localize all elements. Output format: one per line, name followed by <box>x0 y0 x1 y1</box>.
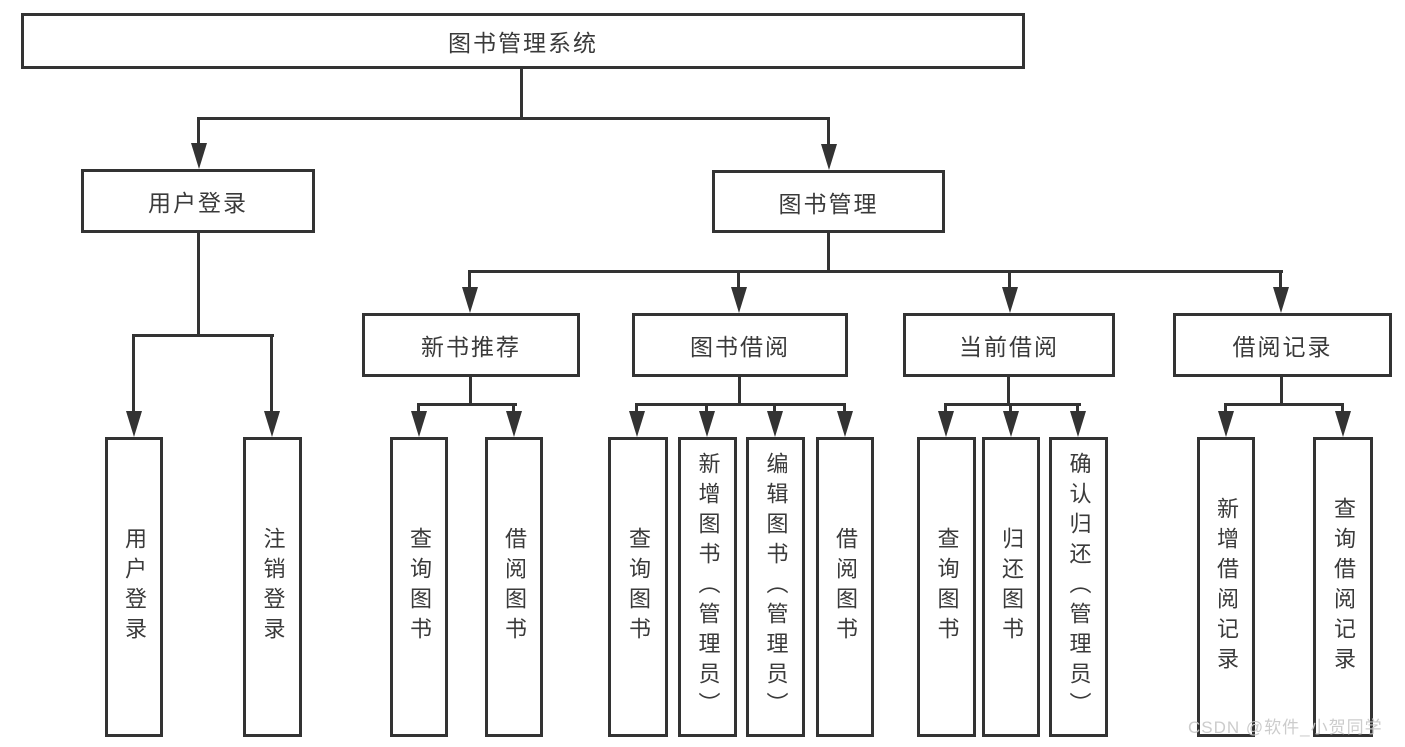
node-book-management-label: 图书管理 <box>778 190 879 217</box>
arrowhead-down-icon <box>629 411 645 437</box>
leaf-user-login-label: 用户登录 <box>122 527 147 647</box>
connector-line <box>773 403 776 415</box>
arrowhead-down-icon <box>1273 287 1289 313</box>
connector-line <box>469 377 472 406</box>
connector-line <box>132 334 135 412</box>
leaf-query-book-current-label: 查询图书 <box>934 527 960 647</box>
node-library-system: 图书管理系统 <box>21 13 1025 69</box>
leaf-user-login: 用户登录 <box>105 437 163 737</box>
connector-line <box>468 270 471 290</box>
connector-line <box>738 377 741 406</box>
node-current-borrowing: 当前借阅 <box>903 313 1115 377</box>
node-borrowing-records-label: 借阅记录 <box>1232 334 1333 360</box>
leaf-borrow-book-recommend: 借阅图书 <box>485 437 543 737</box>
connector-line <box>520 69 523 120</box>
arrowhead-down-icon <box>1002 287 1018 313</box>
leaf-query-book-current: 查询图书 <box>917 437 976 737</box>
leaf-logout-label: 注销登录 <box>260 527 286 647</box>
leaf-query-book-recommend: 查询图书 <box>390 437 448 737</box>
leaf-query-book-borrowing: 查询图书 <box>608 437 668 737</box>
connector-line <box>1076 403 1079 415</box>
leaf-query-book-borrowing-label: 查询图书 <box>626 527 651 647</box>
connector-line <box>1341 403 1344 415</box>
connector-line <box>827 233 830 273</box>
connector-line <box>197 233 200 337</box>
arrowhead-down-icon <box>699 411 715 437</box>
connector-line <box>270 334 273 412</box>
leaf-borrow-book-recommend-label: 借阅图书 <box>502 527 527 647</box>
leaf-add-borrow-record: 新增借阅记录 <box>1197 437 1255 737</box>
connector-line <box>1008 270 1011 290</box>
leaf-return-book: 归还图书 <box>982 437 1040 737</box>
connector-line <box>705 403 708 415</box>
arrowhead-down-icon <box>1003 411 1019 437</box>
arrowhead-down-icon <box>126 411 142 437</box>
arrowhead-down-icon <box>837 411 853 437</box>
arrowhead-down-icon <box>191 143 207 169</box>
connector-line <box>1009 403 1012 415</box>
connector-line <box>512 403 515 415</box>
node-user-login: 用户登录 <box>81 169 315 233</box>
connector-line <box>635 403 846 406</box>
arrowhead-down-icon <box>821 144 837 170</box>
leaf-query-book-recommend-label: 查询图书 <box>407 527 432 647</box>
node-book-management: 图书管理 <box>712 170 945 233</box>
arrowhead-down-icon <box>1335 411 1351 437</box>
connector-line <box>1224 403 1227 415</box>
leaf-edit-book-admin: 编辑图书（管理员） <box>746 437 805 737</box>
connector-line <box>944 403 1081 406</box>
node-new-book-recommendation-label: 新书推荐 <box>421 334 521 360</box>
node-new-book-recommendation: 新书推荐 <box>362 313 580 377</box>
arrowhead-down-icon <box>1070 411 1086 437</box>
leaf-add-borrow-record-label: 新增借阅记录 <box>1214 497 1239 677</box>
arrowhead-down-icon <box>411 411 427 437</box>
connector-line <box>944 403 947 415</box>
connector-line <box>737 270 740 290</box>
connector-line <box>843 403 846 415</box>
leaf-return-book-label: 归还图书 <box>999 527 1024 647</box>
arrowhead-down-icon <box>767 411 783 437</box>
leaf-query-borrow-record-label: 查询借阅记录 <box>1331 497 1356 677</box>
leaf-add-book-admin: 新增图书（管理员） <box>678 437 737 737</box>
connector-line <box>197 117 200 145</box>
leaf-borrow-book-label: 借阅图书 <box>833 527 858 647</box>
leaf-confirm-return-admin: 确认归还（管理员） <box>1049 437 1108 737</box>
connector-line <box>132 334 274 337</box>
arrowhead-down-icon <box>462 287 478 313</box>
connector-line <box>1007 377 1010 406</box>
connector-line <box>417 403 420 415</box>
node-library-system-label: 图书管理系统 <box>448 30 598 56</box>
connector-line <box>635 403 638 415</box>
leaf-edit-book-admin-label: 编辑图书（管理员） <box>763 452 789 722</box>
node-user-login-label: 用户登录 <box>148 190 248 216</box>
node-current-borrowing-label: 当前借阅 <box>959 334 1059 360</box>
leaf-query-borrow-record: 查询借阅记录 <box>1313 437 1373 737</box>
connector-line <box>1224 403 1344 406</box>
node-book-borrowing-label: 图书借阅 <box>690 334 790 360</box>
connector-line <box>827 117 830 145</box>
leaf-confirm-return-admin-label: 确认归还（管理员） <box>1066 452 1092 722</box>
arrowhead-down-icon <box>506 411 522 437</box>
csdn-watermark: CSDN @软件_小贺同学 <box>1188 718 1383 737</box>
connector-line <box>1279 270 1282 290</box>
node-book-borrowing: 图书借阅 <box>632 313 848 377</box>
leaf-add-book-admin-label: 新增图书（管理员） <box>695 452 721 722</box>
leaf-logout: 注销登录 <box>243 437 302 737</box>
node-borrowing-records: 借阅记录 <box>1173 313 1392 377</box>
arrowhead-down-icon <box>731 287 747 313</box>
connector-line <box>197 117 830 120</box>
arrowhead-down-icon <box>938 411 954 437</box>
connector-line <box>1280 377 1283 406</box>
leaf-borrow-book: 借阅图书 <box>816 437 874 737</box>
connector-line <box>470 270 1283 273</box>
arrowhead-down-icon <box>264 411 280 437</box>
arrowhead-down-icon <box>1218 411 1234 437</box>
connector-line <box>417 403 517 406</box>
